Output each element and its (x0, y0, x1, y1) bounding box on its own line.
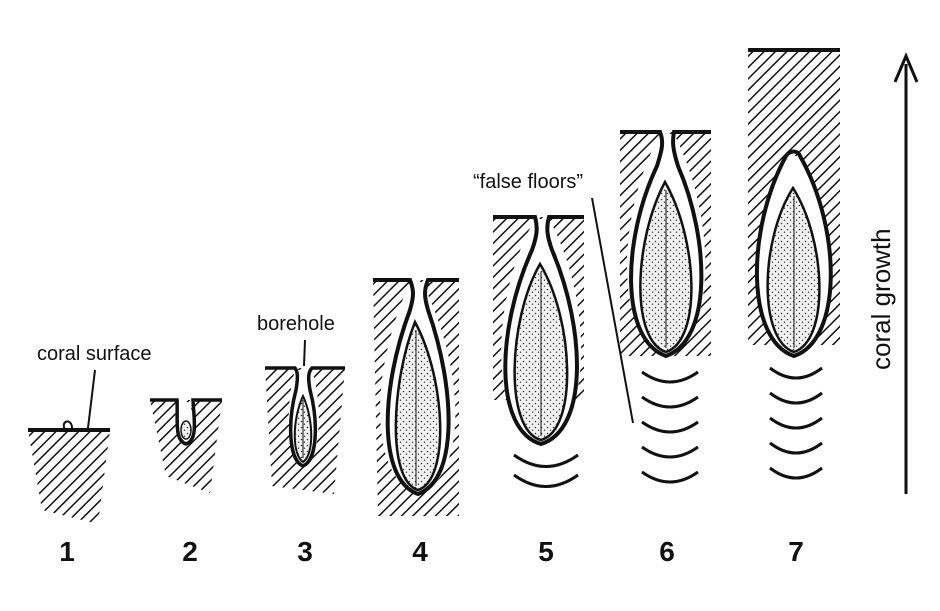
stage-6 (620, 130, 711, 484)
coral-surface-annotation: coral surface (37, 343, 152, 429)
stage-7 (748, 48, 840, 480)
coral-surface-label: coral surface (37, 343, 152, 365)
stage-numbers: 1 2 3 4 5 6 7 (59, 536, 804, 567)
stage-number-7: 7 (788, 536, 804, 567)
false-floors-label: “false floors” (473, 171, 583, 193)
stage-number-4: 4 (412, 536, 428, 567)
stage-number-5: 5 (538, 536, 554, 567)
coral-growth-annotation: coral growth (866, 52, 919, 494)
borehole-annotation: borehole (257, 313, 335, 367)
stage-number-2: 2 (182, 536, 198, 567)
stage-number-1: 1 (59, 536, 75, 567)
stage-number-6: 6 (659, 536, 675, 567)
coral-growth-label: coral growth (866, 228, 896, 370)
stage-3 (265, 366, 345, 494)
stage-2 (150, 398, 222, 493)
stage-5 (493, 215, 584, 488)
borehole-label: borehole (257, 313, 335, 335)
false-floors-annotation: “false floors” (473, 171, 634, 424)
stage-4 (373, 278, 459, 516)
stage-1 (28, 420, 110, 524)
stage-number-3: 3 (297, 536, 313, 567)
